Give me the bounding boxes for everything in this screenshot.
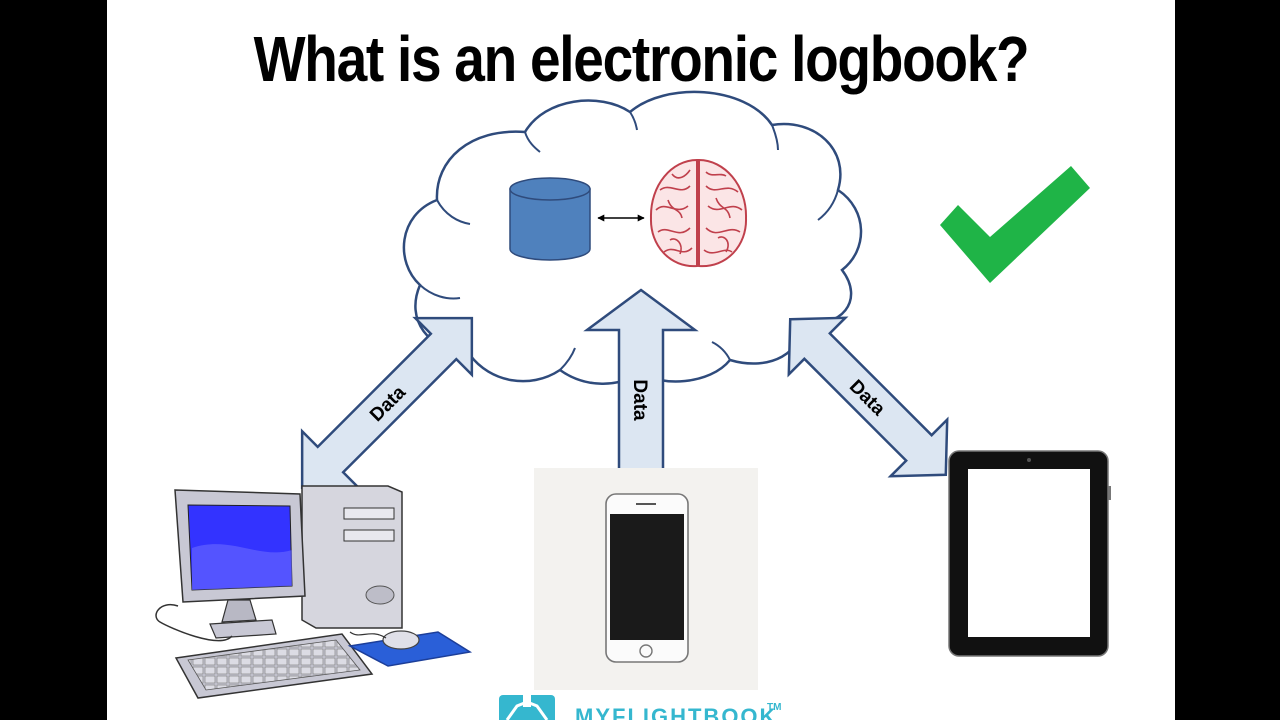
page-title: What is an electronic logbook?	[253, 23, 1030, 95]
smartphone-icon	[534, 468, 758, 690]
tablet-icon	[948, 450, 1111, 657]
logbook-diagram: Data Data Data	[155, 90, 1111, 699]
desktop-computer-icon	[155, 485, 473, 699]
slide: What is an electronic logbook?	[107, 0, 1175, 720]
logo-trademark: TM	[767, 702, 782, 713]
logo-text: MYFLIGHTBOOK	[575, 704, 778, 720]
brain-icon	[649, 158, 748, 268]
left-data-arrow: Data	[300, 316, 474, 490]
brand-logo: MYFLIGHTBOOK TM	[497, 692, 817, 720]
checkmark-icon	[940, 166, 1090, 283]
airplane-logo-icon	[499, 695, 555, 720]
database-icon	[509, 177, 591, 261]
middle-data-label: Data	[629, 379, 650, 421]
right-data-arrow: Data	[787, 316, 949, 478]
